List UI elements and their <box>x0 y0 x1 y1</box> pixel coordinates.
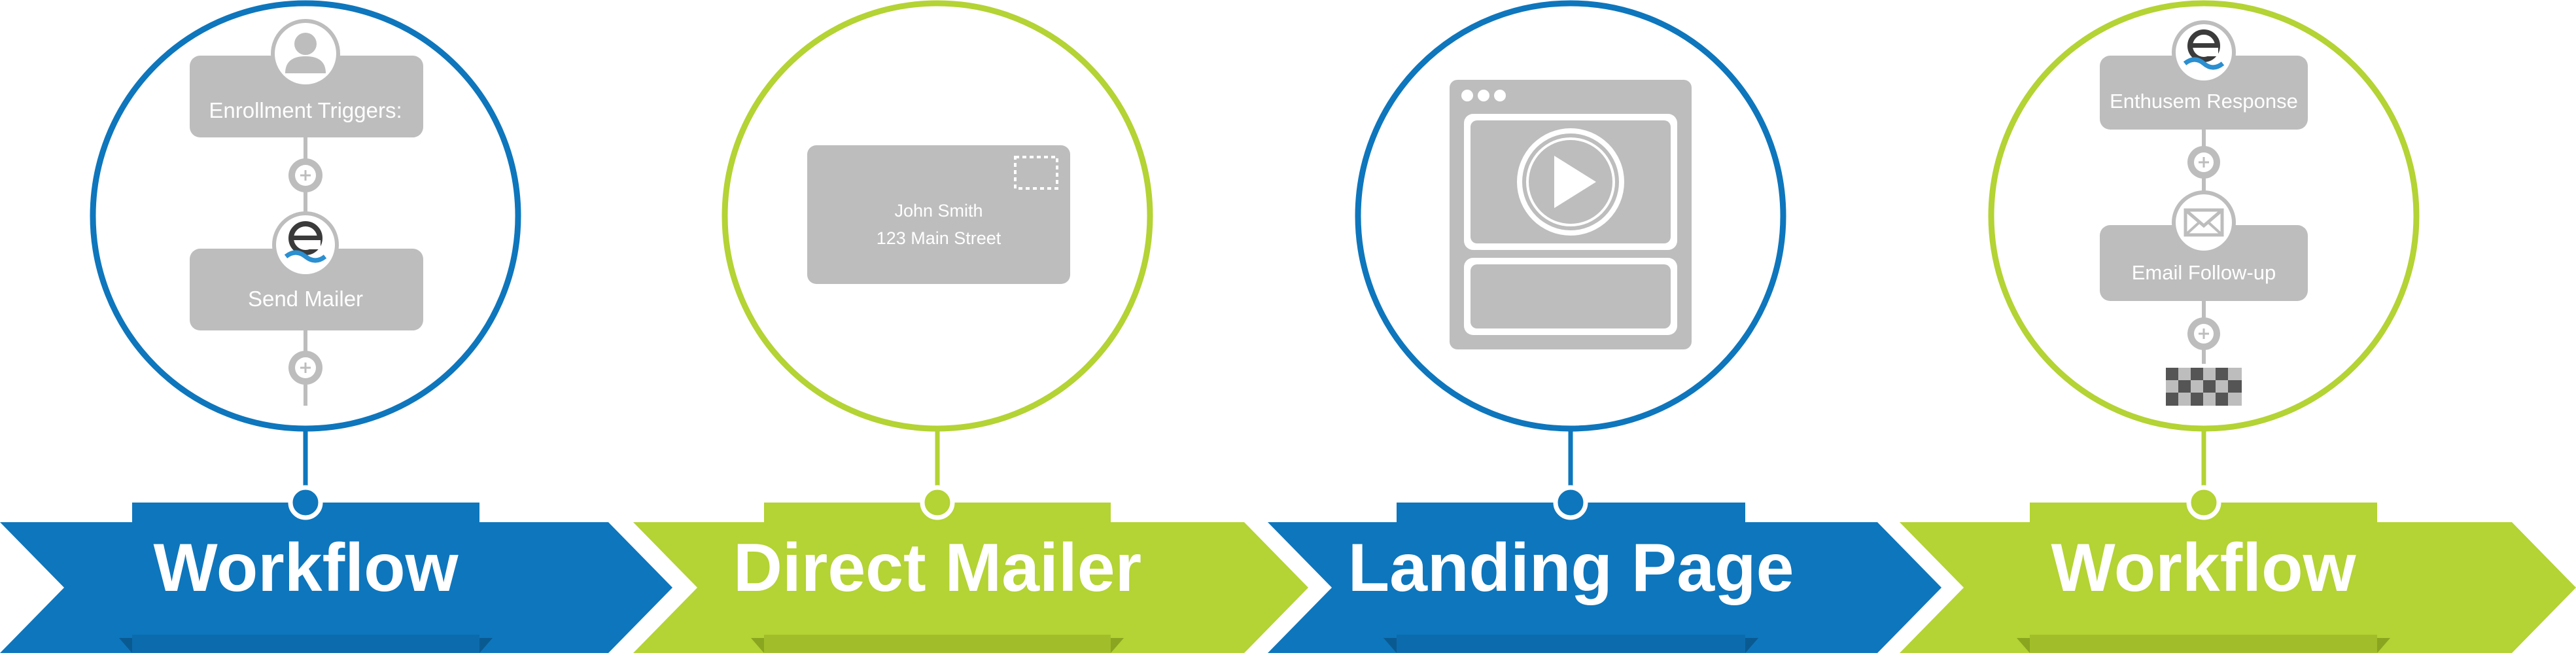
step-label: Direct Mailer <box>733 530 1141 606</box>
card-title: Email Follow-up <box>2132 261 2276 284</box>
enthusem-logo-icon <box>2172 20 2236 84</box>
workflow-card <box>190 249 423 330</box>
window-dot <box>1461 90 1473 101</box>
add-step-icon <box>2187 146 2220 179</box>
envelope-card: John Smith 123 Main Street <box>807 145 1070 284</box>
banner-1: Workflow <box>119 503 493 653</box>
play-icon <box>1517 128 1624 236</box>
card-title: Send Mailer <box>248 287 363 311</box>
workflow-card <box>190 56 423 137</box>
workflow-panel-2: Enthusem Response Email Follow-up <box>2100 20 2308 406</box>
add-step-icon <box>2187 317 2220 350</box>
add-step-icon <box>288 351 322 385</box>
connector-dot <box>1553 485 1588 520</box>
step-label: Workflow <box>153 530 459 606</box>
card-title: Enthusem Response <box>2110 90 2298 113</box>
card-title: Enrollment Triggers: <box>209 98 402 122</box>
user-icon <box>271 19 340 88</box>
recipient-address: 123 Main Street <box>877 228 1001 248</box>
banner-2: Direct Mailer <box>733 503 1141 653</box>
stamp-icon <box>1014 156 1058 190</box>
workflow-card <box>2100 56 2308 130</box>
browser-window <box>1450 80 1692 349</box>
add-step-icon <box>288 158 322 192</box>
checkered-flag-icon <box>2166 368 2242 406</box>
connector-dot <box>288 485 323 520</box>
window-dot <box>1494 90 1506 101</box>
connector-dot <box>920 485 955 520</box>
enthusem-logo-icon <box>272 211 339 278</box>
step-label: Landing Page <box>1348 530 1794 606</box>
envelope-icon <box>2172 190 2236 255</box>
workflow-card <box>2100 225 2308 301</box>
connectors <box>288 429 2221 520</box>
step-label: Workflow <box>2051 530 2356 606</box>
connector-dot <box>2186 485 2221 520</box>
banner-4: Workflow <box>2017 503 2390 653</box>
banner-3: Landing Page <box>1348 503 1794 653</box>
recipient-name: John Smith <box>894 201 983 221</box>
window-dot <box>1478 90 1489 101</box>
workflow-panel-1: Enrollment Triggers: Send Mailer <box>190 19 423 406</box>
